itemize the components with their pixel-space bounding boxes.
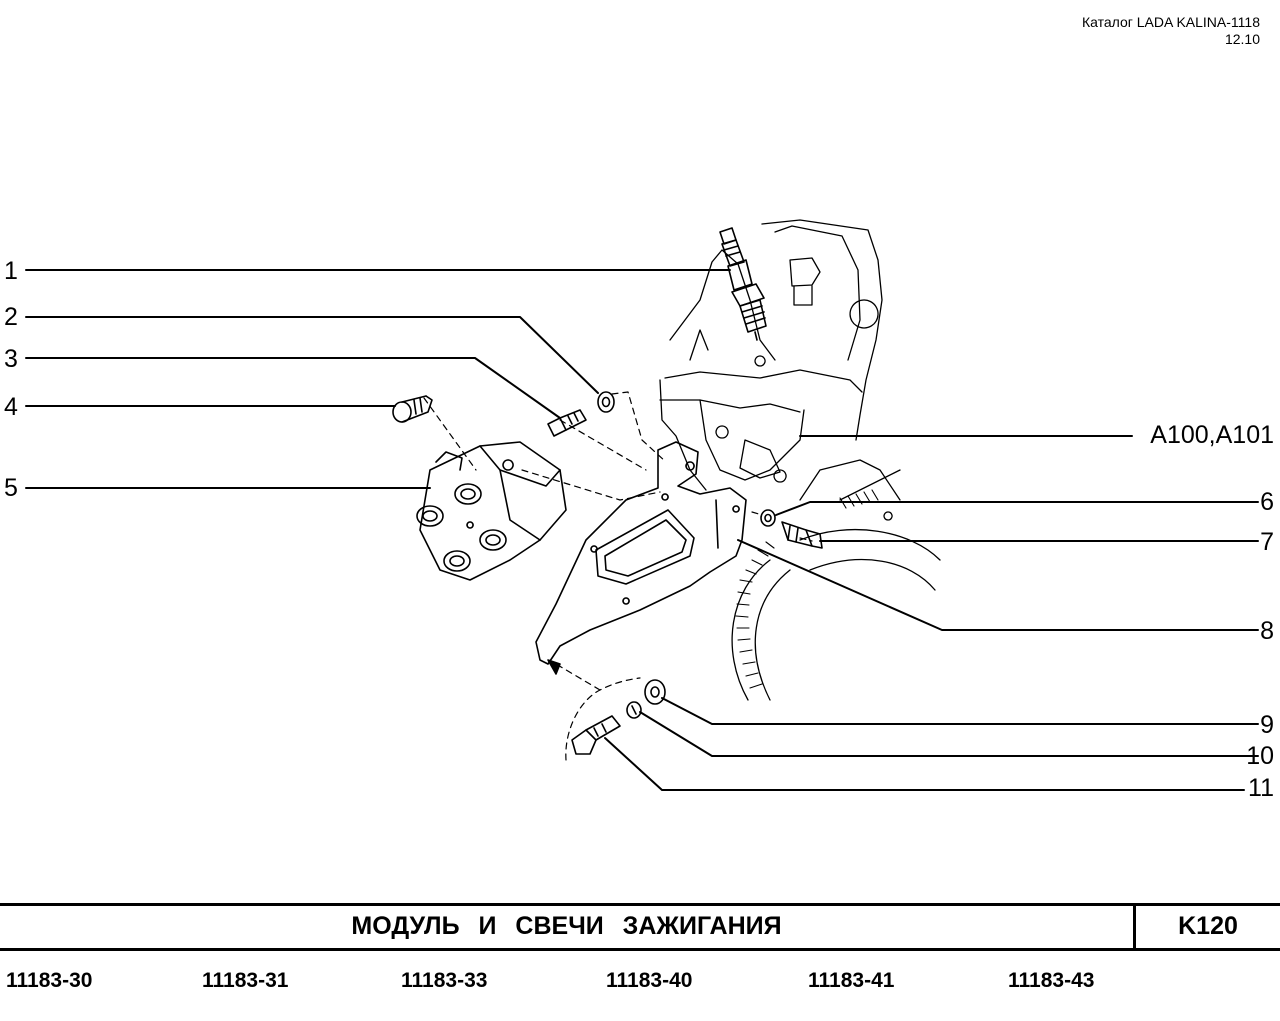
- catalog-name: Каталог LADA KALINA-1118: [1081, 14, 1260, 30]
- spark-plug: [719, 227, 767, 341]
- mounting-bracket: [535, 441, 747, 665]
- bolt-part-7: [781, 521, 823, 549]
- model-code-1: 11183-30: [6, 969, 93, 992]
- callout-3: 3: [4, 345, 18, 373]
- callout-1: 1: [4, 257, 18, 285]
- bolt-part-3: [547, 409, 587, 437]
- spacer-part-9: [644, 679, 666, 705]
- catalog-date: 12.10: [1224, 31, 1260, 47]
- model-code-6: 11183-43: [1008, 969, 1095, 992]
- page-title: МОДУЛЬ И СВЕЧИ ЗАЖИГАНИЯ: [351, 912, 782, 940]
- leader-lines: [25, 269, 1259, 791]
- callout-5: 5: [4, 474, 18, 502]
- screw-part-4: [392, 395, 433, 423]
- flywheel: [731, 489, 941, 701]
- assembly-guides: [423, 391, 813, 761]
- engine-block: [659, 219, 901, 521]
- title-divider: [1133, 906, 1136, 948]
- title-bar: МОДУЛЬ И СВЕЧИ ЗАЖИГАНИЯ K120: [0, 903, 1280, 951]
- section-code: K120: [1178, 912, 1238, 940]
- washer-part-2: [597, 391, 615, 413]
- model-code-4: 11183-40: [606, 969, 693, 992]
- catalog-header: Каталог LADA KALINA-1118 12.10: [1082, 14, 1260, 48]
- callout-7: 7: [1260, 528, 1274, 556]
- ignition-module: [416, 441, 567, 581]
- callout-6: 6: [1260, 488, 1274, 516]
- model-code-5: 11183-41: [808, 969, 895, 992]
- callout-9: 9: [1260, 711, 1274, 739]
- lock-washer-part-10: [626, 701, 642, 719]
- callout-8: 8: [1260, 617, 1274, 645]
- exploded-parts-diagram: [25, 219, 1259, 791]
- callout-4: 4: [4, 393, 18, 421]
- model-code-3: 11183-33: [401, 969, 488, 992]
- bolt-part-11: [571, 715, 621, 755]
- callout-11: 11: [1248, 774, 1274, 802]
- callout-2: 2: [4, 303, 18, 331]
- callout-ref-a100-a101: A100,A101: [1150, 421, 1274, 449]
- callout-10: 10: [1246, 742, 1274, 770]
- model-code-2: 11183-31: [202, 969, 289, 992]
- direction-arrow: [547, 659, 561, 675]
- washer-part-6: [760, 509, 776, 527]
